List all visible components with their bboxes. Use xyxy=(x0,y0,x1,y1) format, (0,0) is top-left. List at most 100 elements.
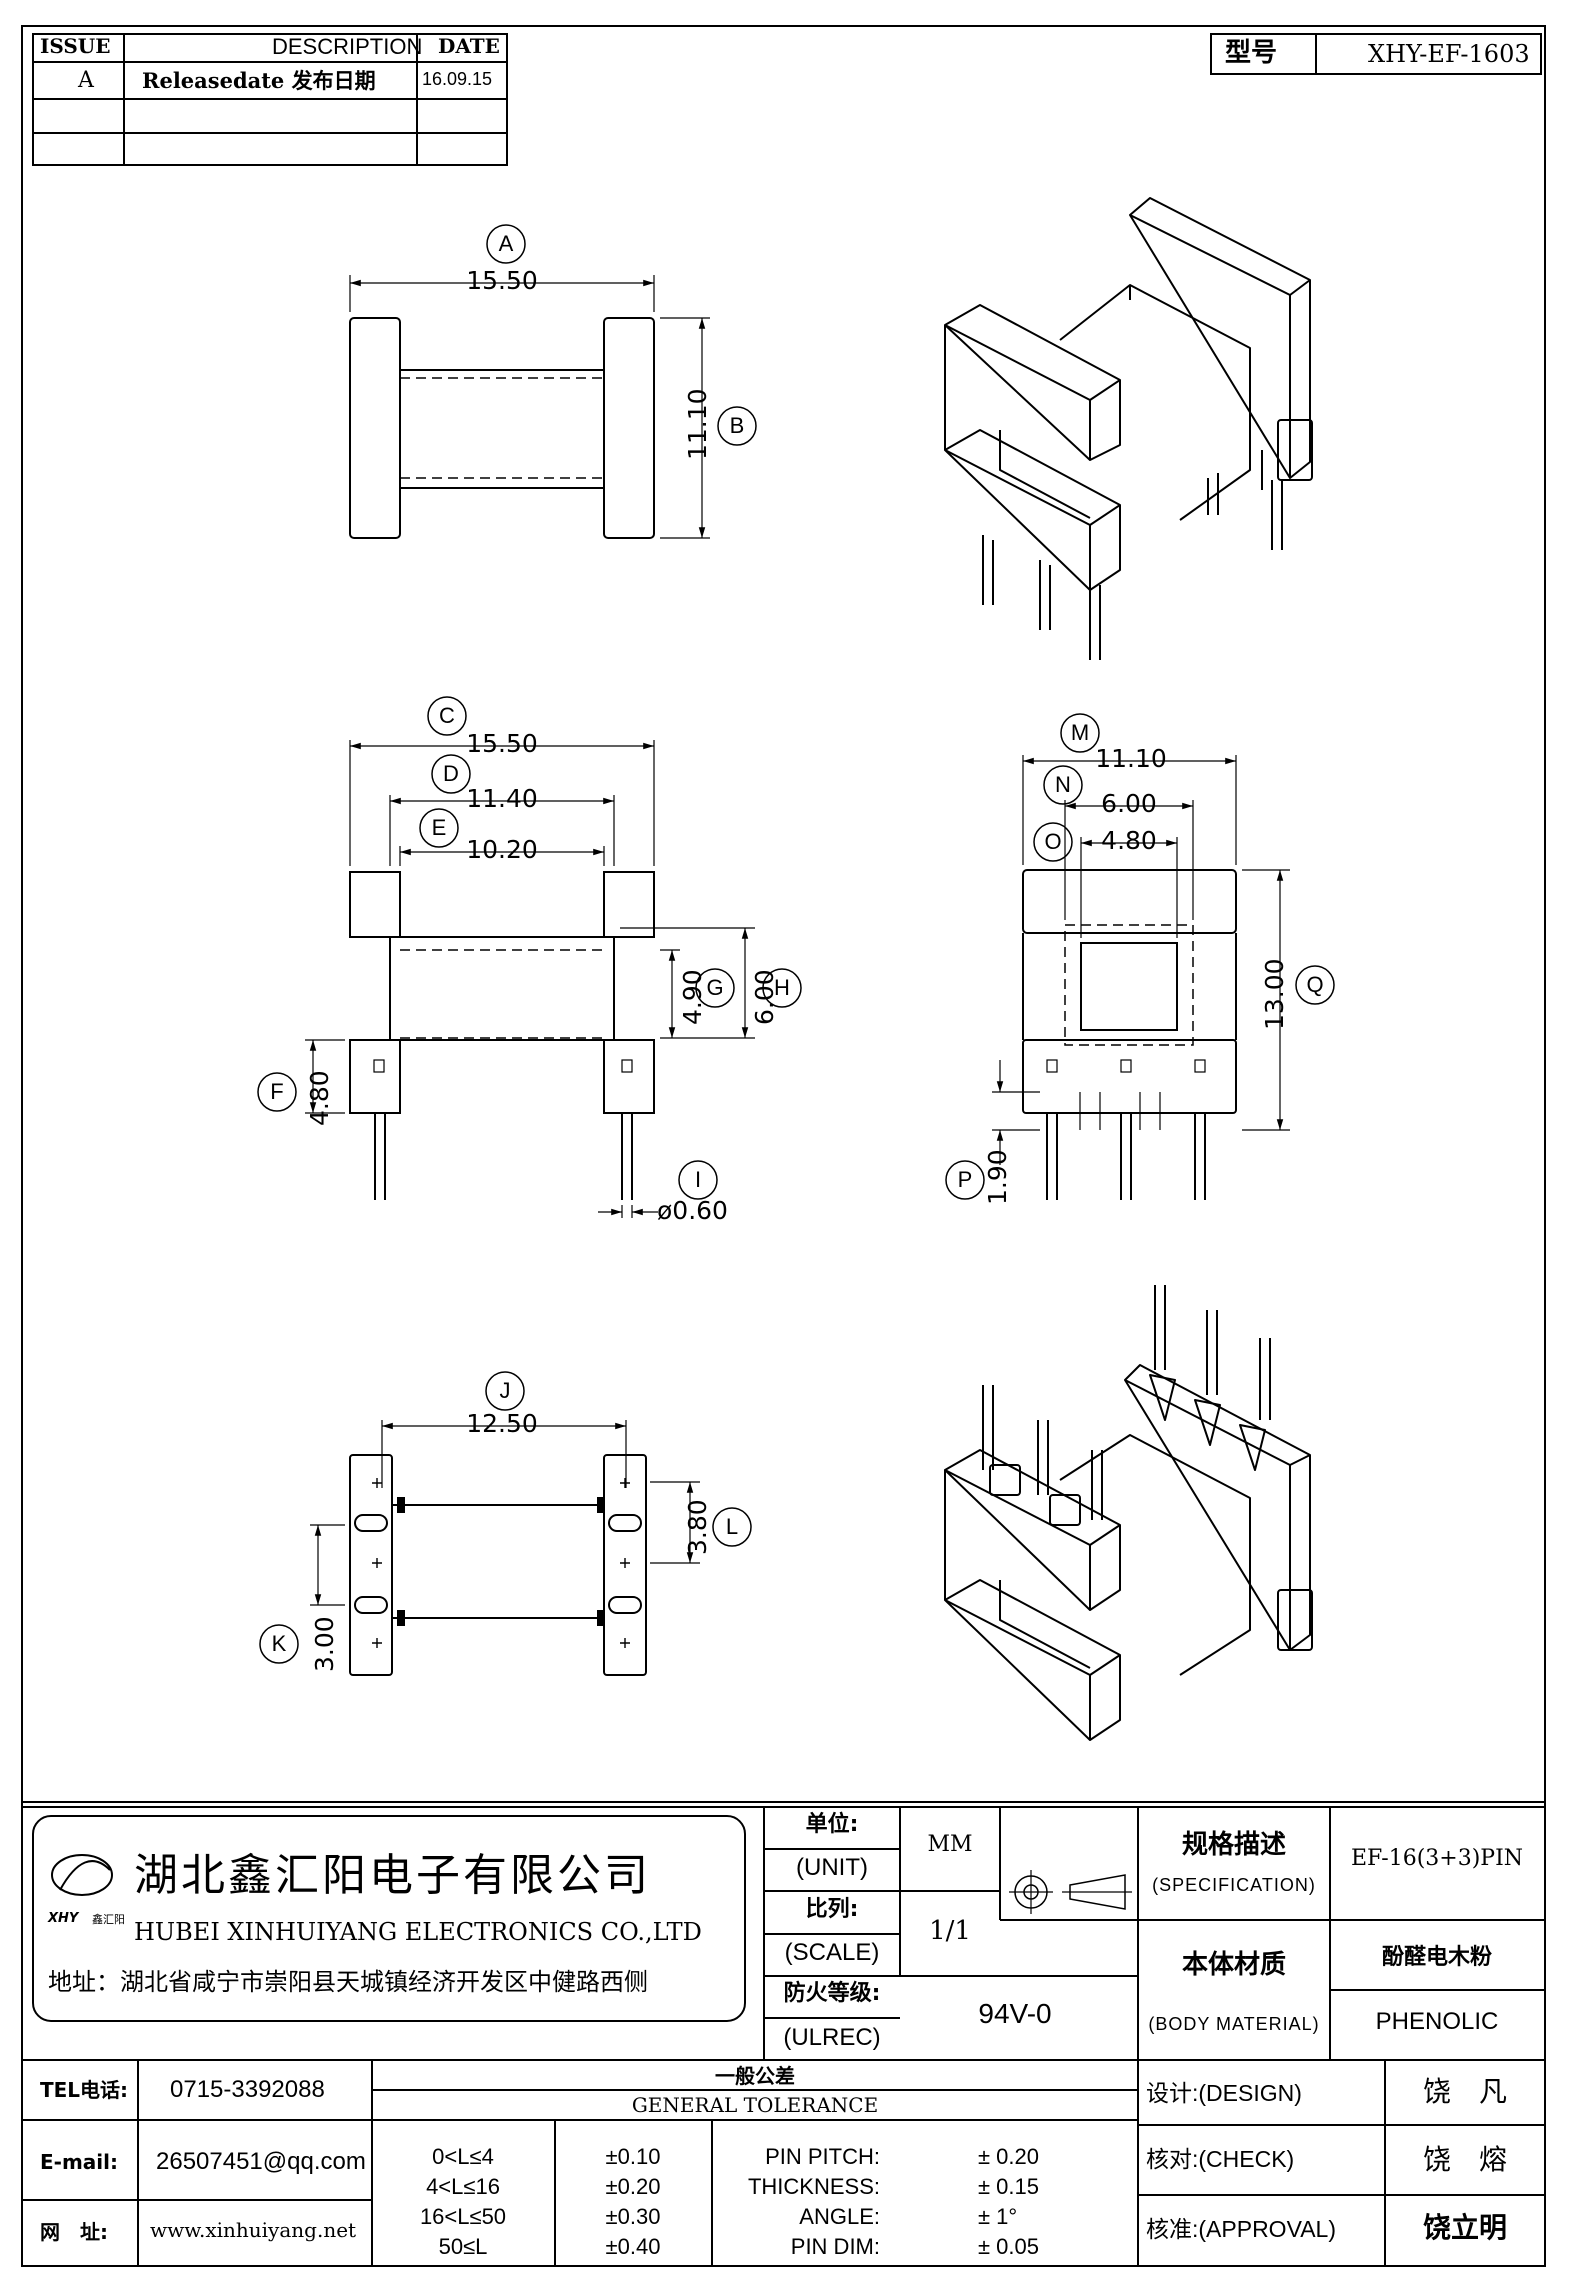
logo-sub: 鑫汇阳 xyxy=(92,1913,125,1926)
tol-range-1: 0<L≤4 xyxy=(432,2144,494,2169)
tol-item-value-1: ± 0.20 xyxy=(978,2144,1040,2169)
tol-value-3: ±0.30 xyxy=(605,2204,661,2229)
dim-j-value: 12.50 xyxy=(466,1409,538,1438)
company-address: 地址：湖北省咸宁市崇阳县天城镇经济开发区中健路西侧 xyxy=(48,1968,648,1996)
material-value-cn: 酚醛电木粉 xyxy=(1381,1945,1493,1970)
spec-value: EF-16(3+3)PIN xyxy=(1350,1846,1524,1871)
dim-f-value: 4.80 xyxy=(305,1070,334,1126)
unit-label-en: (UNIT) xyxy=(796,1854,868,1881)
sheet-border xyxy=(21,25,1546,2267)
dim-n-value: 6.00 xyxy=(1101,789,1157,818)
tel-label: TEL电话: xyxy=(40,2078,129,2102)
view-top xyxy=(349,224,757,539)
scale-label-en: (SCALE) xyxy=(784,1939,880,1966)
tol-range-2: 4<L≤16 xyxy=(426,2174,500,2199)
dim-i-value: ø0.60 xyxy=(657,1196,728,1225)
rev-row-description: Releasedate 发布日期 xyxy=(142,68,376,93)
dim-a-letter: A xyxy=(498,231,514,256)
rev-header-date: DATE xyxy=(438,34,500,58)
dim-a-value: 15.50 xyxy=(466,266,538,295)
unit-label: 单位: xyxy=(805,1812,859,1837)
dim-k-value: 3.00 xyxy=(310,1616,339,1672)
dim-q-letter: Q xyxy=(1306,972,1324,997)
material-label: 本体材质 xyxy=(1181,1950,1287,1980)
title-block-lines xyxy=(22,1801,1545,2266)
fire-value: 94V-0 xyxy=(978,1998,1052,2029)
view-front xyxy=(257,696,802,1218)
dim-h-value: 6.00 xyxy=(750,969,779,1025)
dim-h-letter: H xyxy=(774,975,790,1000)
company-name-en: HUBEI XINHUIYANG ELECTRONICS CO.,LTD xyxy=(134,1918,702,1946)
tol-value-1: ±0.10 xyxy=(605,2144,661,2169)
company-logo xyxy=(51,1854,113,1896)
view-side xyxy=(945,713,1335,1200)
tol-value-4: ±0.40 xyxy=(605,2234,661,2259)
spec-label-en: (SPECIFICATION) xyxy=(1152,1875,1316,1895)
tel-value: 0715-3392088 xyxy=(170,2076,325,2103)
dim-c-value: 15.50 xyxy=(466,729,538,758)
tol-item-2: THICKNESS: xyxy=(747,2174,880,2199)
rev-header-issue: ISSUE xyxy=(40,34,111,58)
dim-m-value: 11.10 xyxy=(1095,744,1167,773)
dim-o-letter: O xyxy=(1044,829,1062,854)
tol-range-3: 16<L≤50 xyxy=(419,2204,507,2229)
dim-b-letter: B xyxy=(729,413,745,438)
scale-label: 比列: xyxy=(805,1897,859,1922)
logo-text: XHY xyxy=(48,1911,79,1926)
view-iso-bottom xyxy=(944,1285,1313,1741)
fire-label-en: (ULREC) xyxy=(783,2024,881,2051)
design-name: 饶 凡 xyxy=(1422,2075,1508,2108)
dim-n-letter: N xyxy=(1055,772,1071,797)
material-label-en: (BODY MATERIAL) xyxy=(1148,2014,1320,2034)
tol-item-1: PIN PITCH: xyxy=(765,2144,880,2169)
tol-item-value-2: ± 0.15 xyxy=(978,2174,1040,2199)
dim-f-letter: F xyxy=(270,1079,284,1104)
dim-j-letter: J xyxy=(499,1378,511,1403)
email-value: 26507451@qq.com xyxy=(156,2148,366,2175)
tol-item-value-4: ± 0.05 xyxy=(978,2234,1040,2259)
company-name-cn: 湖北鑫汇阳电子有限公司 xyxy=(134,1850,651,1901)
spec-label: 规格描述 xyxy=(1181,1830,1287,1860)
dim-g-value: 4.90 xyxy=(678,969,707,1025)
approval-name: 饶立明 xyxy=(1422,2211,1508,2244)
bottom-pin-marks xyxy=(372,1478,630,1648)
view-bottom xyxy=(259,1371,752,1676)
check-label: 核对:(CHECK) xyxy=(1146,2146,1295,2172)
tol-value-2: ±0.20 xyxy=(605,2174,661,2199)
dim-e-letter: E xyxy=(431,815,447,840)
tol-item-3: ANGLE: xyxy=(799,2204,880,2229)
dim-d-value: 11.40 xyxy=(466,784,538,813)
email-label: E-mail: xyxy=(40,2150,119,2174)
dim-q-value: 13.00 xyxy=(1260,958,1289,1030)
model-box-lines xyxy=(1210,33,1542,75)
dim-c-letter: C xyxy=(439,703,455,728)
design-label: 设计:(DESIGN) xyxy=(1146,2080,1302,2106)
model-label: 型号 xyxy=(1225,38,1278,68)
tolerance-title-cn: 一般公差 xyxy=(715,2064,795,2088)
material-value-en: PHENOLIC xyxy=(1375,2008,1499,2035)
approval-label: 核准:(APPROVAL) xyxy=(1146,2216,1336,2242)
rev-header-description: DESCRIPTION xyxy=(272,34,423,59)
rev-row-issue: A xyxy=(78,68,94,93)
dim-i-letter: I xyxy=(694,1167,702,1192)
revision-table-lines xyxy=(32,33,508,166)
dim-k-letter: K xyxy=(271,1631,287,1656)
fire-label: 防火等级: xyxy=(783,1981,881,2006)
scale-value: 1/1 xyxy=(929,1916,971,1946)
unit-value: MM xyxy=(927,1832,973,1857)
web-label: 网 址: xyxy=(40,2220,108,2244)
dim-d-letter: D xyxy=(443,761,459,786)
tol-range-4: 50≤L xyxy=(438,2234,488,2259)
dim-p-value: 1.90 xyxy=(983,1149,1012,1205)
rev-row-date: 16.09.15 xyxy=(422,69,493,89)
dim-g-letter: G xyxy=(706,975,724,1000)
web-value: www.xinhuiyang.net xyxy=(150,2218,357,2242)
dim-l-value: 3.80 xyxy=(683,1499,712,1555)
dim-l-letter: L xyxy=(725,1514,739,1539)
tol-item-4: PIN DIM: xyxy=(790,2234,880,2259)
model-value: XHY-EF-1603 xyxy=(1368,40,1530,68)
tolerance-title-en: GENERAL TOLERANCE xyxy=(631,2093,879,2117)
dim-e-value: 10.20 xyxy=(466,835,538,864)
dim-m-letter: M xyxy=(1070,720,1090,745)
